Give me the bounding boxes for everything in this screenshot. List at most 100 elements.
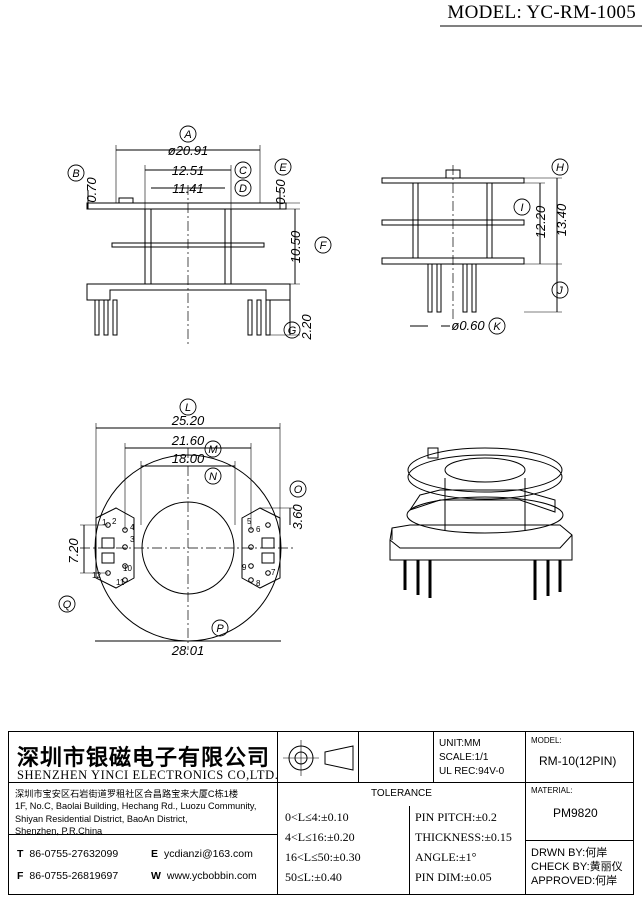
- top-view: [80, 423, 296, 650]
- dim-2-20: 2.20: [299, 314, 314, 341]
- dim-20-91: ø20.91: [168, 143, 208, 158]
- dim-0-60: ø0.60: [451, 318, 485, 333]
- label-J: J: [556, 285, 563, 297]
- top-flange: [86, 202, 287, 210]
- tol-row-1: 0<L≤4:±0.10: [285, 810, 349, 824]
- scale: SCALE:1/1: [439, 752, 489, 763]
- iso-core-opening: [444, 457, 526, 483]
- label-P: P: [216, 623, 224, 635]
- label-A: A: [183, 129, 191, 141]
- dim-21-60: 21.60: [171, 433, 205, 448]
- unit: UNIT:MM: [439, 738, 481, 749]
- svg-text:3: 3: [130, 535, 135, 544]
- pin-numbers: 1 2 3 4 5 6 7 8 9 10 11 12: [92, 517, 276, 588]
- balloon-M: [204, 440, 222, 458]
- dim-18-00: 18.00: [172, 451, 205, 466]
- pin-holes: [105, 522, 271, 583]
- balloon-C: [234, 161, 252, 179]
- front-view: [86, 145, 300, 345]
- model-value: RM-10(12PIN): [539, 754, 617, 768]
- side-view: [381, 165, 562, 327]
- engineering-drawing: A B C D E F G H I J K L M N O P Q ø20.91…: [58, 25, 642, 658]
- label-L: L: [185, 402, 191, 414]
- drawn-by: DRWN BY:何岸: [531, 847, 608, 859]
- approved-by: APPROVED:何岸: [531, 875, 618, 887]
- tol-row-3: 16<L≤50:±0.30: [285, 850, 361, 864]
- model-label: MODEL:: [531, 736, 562, 745]
- dim-3-60: 3.60: [290, 504, 305, 530]
- svg-text:12: 12: [92, 571, 101, 580]
- balloon-N: [204, 467, 222, 485]
- tolerance-title: TOLERANCE: [371, 788, 432, 799]
- svg-text:11: 11: [116, 578, 125, 587]
- iso-view: [389, 447, 573, 600]
- balloon-P: [211, 619, 229, 637]
- pin-dim: PIN DIM:±0.05: [415, 870, 492, 884]
- label-H: H: [556, 162, 564, 174]
- balloon-D: [234, 179, 252, 197]
- svg-text:9: 9: [242, 563, 247, 572]
- label-I: I: [520, 202, 523, 214]
- dim-10-50: 10.50: [288, 230, 303, 263]
- svg-text:8: 8: [256, 579, 261, 588]
- tol-row-4: 50≤L:±0.40: [285, 870, 342, 884]
- dim-13-40: 13.40: [554, 203, 569, 236]
- iso-pins: [403, 560, 562, 600]
- balloon-H: [551, 158, 569, 176]
- material-label: MATERIAL:: [531, 786, 573, 795]
- base-flange: [86, 283, 291, 301]
- dim-0-70: 0.70: [84, 177, 99, 203]
- angle: ANGLE:±1°: [415, 850, 477, 864]
- balloon-O: [289, 480, 307, 498]
- iso-base: [389, 524, 573, 561]
- svg-text:4: 4: [130, 523, 135, 532]
- left-pin-block: [95, 507, 135, 589]
- side-pins: [427, 263, 477, 313]
- balloon-E: [274, 158, 292, 176]
- svg-text:2: 2: [112, 517, 117, 526]
- label-M: M: [208, 444, 218, 456]
- label-C: C: [239, 165, 247, 177]
- label-Q: Q: [63, 599, 72, 611]
- label-K: K: [493, 321, 501, 333]
- balloon-L: [179, 398, 197, 416]
- svg-text:5: 5: [247, 517, 252, 526]
- model-header: MODEL: YC-RM-1005: [447, 2, 636, 23]
- dim-11-41: 11.41: [172, 181, 204, 196]
- dim-25-20: 25.20: [171, 413, 205, 428]
- balloon-G: [283, 321, 301, 339]
- svg-text:7: 7: [271, 568, 276, 577]
- ul-rec: UL REC:94V-0: [439, 766, 505, 777]
- dim-0-50: 0.50: [273, 179, 288, 205]
- dim-12-20: 12.20: [533, 205, 548, 238]
- label-F: F: [320, 240, 328, 252]
- dim-28-01: 28.01: [171, 643, 205, 658]
- balloon-B: [67, 164, 85, 182]
- check-by: CHECK BY:黄丽仪: [531, 861, 623, 873]
- thickness: THICKNESS:±0.15: [415, 830, 512, 844]
- iso-mid-flange: [406, 496, 564, 534]
- company-name-en: SHENZHEN YINCI ELECTRONICS CO,LTD.: [17, 768, 279, 782]
- dim-12-51: 12.51: [172, 163, 205, 178]
- dim-7-20: 7.20: [66, 538, 81, 564]
- material-value: PM9820: [553, 806, 598, 820]
- balloon-Q: [58, 595, 76, 613]
- company-name-cn: 深圳市银磁电子有限公司: [17, 746, 271, 771]
- title-block: 深圳市银磁电子有限公司 SHENZHEN YINCI ELECTRONICS C…: [8, 731, 634, 895]
- balloon-J: [551, 281, 569, 299]
- balloon-I: [513, 198, 531, 216]
- company-address: 深圳市宝安区石岩街道罗租社区合昌路宝来大厦C栋1楼 1F, No.C, Baol…: [15, 789, 257, 837]
- balloons: [58, 125, 569, 637]
- label-D: D: [239, 183, 247, 195]
- iso-top-flange: [407, 447, 563, 493]
- label-N: N: [209, 471, 217, 483]
- top-nub: [118, 197, 134, 204]
- svg-text:10: 10: [123, 564, 132, 573]
- tol-row-2: 4<L≤16:±0.20: [285, 830, 355, 844]
- label-O: O: [294, 484, 303, 496]
- balloon-F: [314, 236, 332, 254]
- pin-pitch: PIN PITCH:±0.2: [415, 810, 497, 824]
